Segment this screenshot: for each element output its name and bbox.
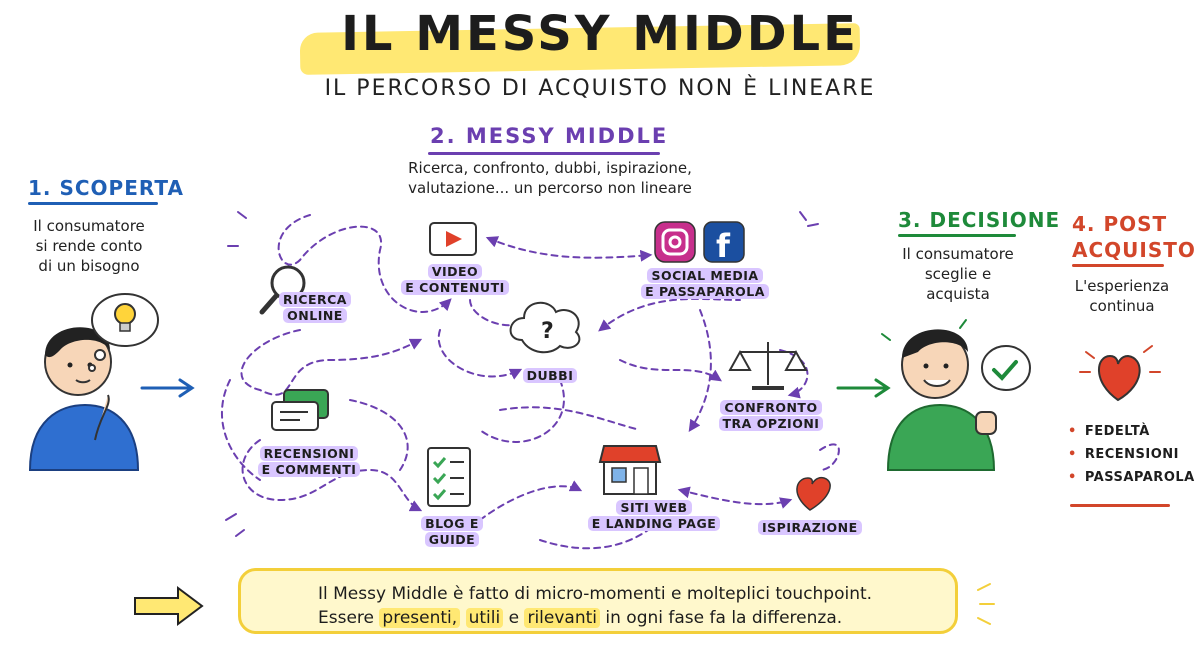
path-video-social (485, 236, 653, 262)
path-confronto-loop (779, 349, 809, 399)
page-title: IL MESSY MIDDLE (341, 6, 859, 62)
stage-messy-text: Ricerca, confronto, dubbi, ispirazione, … (408, 159, 692, 197)
banner-line-1: Il Messy Middle è fatto di micro-momenti… (318, 584, 873, 604)
path-dubbi-social (598, 297, 741, 332)
stage-messy-title: 2. MESSY MIDDLE (430, 124, 669, 148)
video-play-icon (429, 222, 477, 256)
decision-person-figure (886, 329, 997, 471)
check-speech-bubble-icon (981, 345, 1031, 391)
path-recensioni-blog (241, 439, 423, 512)
stage-discovery-title: 1. SCOPERTA (28, 176, 184, 200)
path-video-dubbi (469, 299, 541, 327)
banner-spark-marks (977, 583, 995, 625)
touchpoint-siti: SITI WEB E LANDING PAGE (584, 500, 724, 532)
path-social-confronto (688, 309, 712, 432)
stage-messy-underline (428, 152, 660, 155)
touchpoint-ispirazione: ISPIRAZIONE (758, 520, 862, 536)
scale-icon (728, 342, 808, 390)
path-siti-ispirazione (677, 486, 793, 509)
path-mid-siti (499, 406, 641, 431)
touchpoint-ricerca: RICERCA ONLINE (270, 292, 360, 324)
bullet-fedelta: FEDELTÀ (1068, 424, 1195, 439)
stage-decision-text: Il consumatore sceglie e acquista (902, 245, 1014, 303)
path-bottom (539, 519, 661, 550)
svg-text:f: f (716, 227, 731, 265)
path-ricerca-video (277, 214, 452, 313)
path-ricerca-loop (240, 329, 423, 396)
touchpoint-confronto: CONFRONTO TRA OPZIONI (716, 400, 826, 432)
banner-line-2: Essere presenti, utili e rilevanti in og… (318, 608, 843, 628)
svg-text:?: ? (541, 319, 554, 344)
stage-post-text: L'esperienza continua (1074, 277, 1170, 315)
path-center-dubbi (437, 329, 523, 380)
spark-marks (225, 211, 819, 537)
question-cloud-icon: ? (509, 302, 581, 354)
post-bullet-list: FEDELTÀ RECENSIONI PASSAPAROLA (1068, 424, 1195, 485)
facebook-icon: f (703, 221, 745, 265)
storefront-icon (598, 445, 662, 495)
stage-post-title-1: 4. POST (1072, 212, 1168, 236)
stage-post-underline (1072, 264, 1164, 267)
touchpoint-dubbi: DUBBI (520, 368, 580, 384)
post-heart-icon (1098, 354, 1141, 402)
page-subtitle: IL PERCORSO DI ACQUISTO NON È LINEARE (324, 76, 876, 101)
chat-bubbles-icon (271, 389, 329, 431)
discovery-person-figure (28, 327, 140, 471)
messy-paths (221, 214, 840, 550)
stage-discovery-text: Il consumatore si rende conto di un biso… (33, 217, 145, 275)
path-ispirazione-loop (819, 443, 840, 471)
path-dubbi-confronto (619, 359, 722, 382)
magnifier-icon (259, 265, 306, 315)
touchpoint-social: SOCIAL MEDIA E PASSAPAROLA (640, 268, 770, 300)
touchpoint-recensioni: RECENSIONI E COMMENTI (254, 446, 364, 478)
banner-arrow-icon (134, 586, 204, 626)
stage-decision-underline (898, 234, 1016, 237)
path-blog-siti (479, 480, 583, 521)
checklist-icon (427, 447, 471, 507)
banner-text: Il Messy Middle è fatto di micro-momenti… (318, 582, 918, 630)
stage-decision-title: 3. DECISIONE (898, 208, 1061, 232)
arrow-to-decision (836, 378, 891, 398)
stage-discovery-underline (28, 202, 158, 205)
bullet-passaparola: PASSAPAROLA (1068, 470, 1195, 485)
touchpoint-blog: BLOG E GUIDE (420, 516, 484, 548)
post-divider (1070, 504, 1170, 507)
arrow-to-messy (140, 378, 195, 398)
heart-icon (796, 476, 831, 511)
lightbulb-thought-icon (88, 293, 159, 372)
stage-post-title-2: ACQUISTO (1072, 238, 1196, 262)
path-dubbi-blog (479, 379, 565, 443)
post-spark-marks (1079, 345, 1161, 373)
touchpoint-video: VIDEO E CONTENUTI (400, 264, 510, 296)
path-left-loop (221, 379, 261, 481)
decision-spark-marks (881, 319, 967, 341)
instagram-icon (654, 221, 696, 263)
path-rec-mid (349, 399, 409, 471)
bullet-recensioni: RECENSIONI (1068, 447, 1195, 462)
